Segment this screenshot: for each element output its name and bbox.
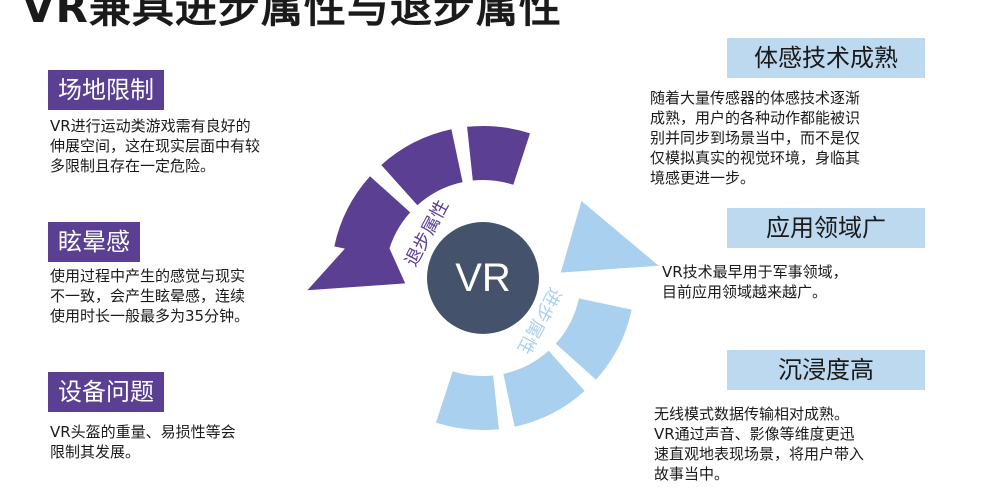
tag-motion-tech: 体感技术成熟 [727,38,925,78]
desc-line: VR通过声音、影像等维度更迅 [654,425,855,443]
desc-line: 使用过程中产生的感觉与现实 [50,267,246,285]
page-title: VR兼具进步属性与退步属性 [22,0,562,32]
desc-line: 不一致，会产生眩晕感，连续 [50,287,246,305]
desc-line: 限制其发展。 [50,443,141,461]
desc-line: 目前应用领域越来越广。 [662,283,828,301]
tag-wide-application: 应用领域广 [727,208,925,248]
desc-line: 多限制且存在一定危险。 [50,157,216,175]
desc-line: 别并同步到场景当中，而不是仅 [650,129,861,147]
desc-line: 使用时长一般最多为35分钟。 [50,307,250,325]
desc-line: 仅模拟真实的视觉环境，身临其 [650,149,861,167]
regress-arc-segment [467,125,530,185]
desc-line: 速直观地表现场景，将用户带入 [654,445,865,463]
desc-line: 故事当中。 [654,465,730,483]
tag-venue-limit: 场地限制 [48,70,164,110]
desc-line: 伸展空间，这在现实层面中有较 [50,137,261,155]
desc-line: 成熟，用户的各种动作都能被识 [650,109,861,127]
desc-line: 境感更进一步。 [650,169,756,187]
desc-line: 随着大量传感器的体感技术逐渐 [650,89,861,107]
regress-arc-segment [381,129,463,206]
desc-dizziness: 使用过程中产生的感觉与现实 不一致，会产生眩晕感，连续 使用时长一般最多为35分… [50,266,249,326]
progress-arrow-head [560,201,659,273]
desc-device-issue: VR头盔的重量、易损性等会 限制其发展。 [50,422,236,462]
progress-arc-segment [503,350,585,427]
desc-line: VR技术最早用于军事领域， [662,263,848,281]
desc-line: 无线模式数据传输相对成熟。 [654,405,850,423]
tag-dizziness: 眩晕感 [48,222,140,262]
desc-motion-tech: 随着大量传感器的体感技术逐渐 成熟，用户的各种动作都能被识 别并同步到场景当中，… [650,88,860,188]
desc-venue-limit: VR进行运动类游戏需有良好的 伸展空间，这在现实层面中有较 多限制且存在一定危险… [50,116,260,176]
desc-line: VR进行运动类游戏需有良好的 [50,117,251,135]
vr-center-circle [427,222,539,334]
tag-high-immersion: 沉浸度高 [727,350,925,390]
progress-arc-segment [436,371,499,431]
desc-high-immersion: 无线模式数据传输相对成熟。 VR通过声音、影像等维度更迅 速直观地表现场景，将用… [654,404,864,484]
desc-wide-application: VR技术最早用于军事领域， 目前应用领域越来越广。 [662,262,848,302]
desc-line: VR头盔的重量、易损性等会 [50,423,236,441]
cycle-arcs [307,125,659,431]
progress-arc-segment [555,298,632,380]
tag-device-issue: 设备问题 [48,372,164,412]
vr-center-label: VR [455,256,511,300]
regress-arrow-head [307,215,406,291]
regress-arc-segment [334,176,411,258]
